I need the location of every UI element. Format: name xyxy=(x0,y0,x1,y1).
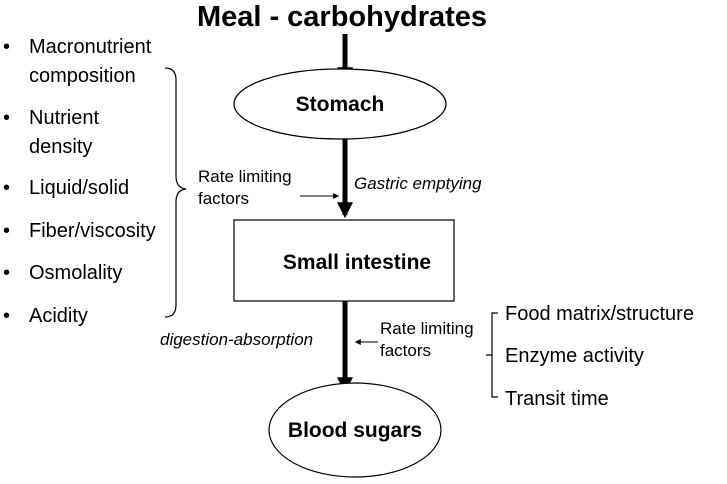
left-factor-4: Osmolality xyxy=(29,262,122,284)
digestion-absorption-label: digestion-absorption xyxy=(160,330,313,349)
left-rate-label-line-0: Rate limiting xyxy=(198,167,292,186)
gastric-emptying-label: Gastric emptying xyxy=(354,174,482,193)
left-factor-0-line-1: composition xyxy=(29,65,136,87)
right-rate-label-line-0: Rate limiting xyxy=(380,319,474,338)
bullet-icon: • xyxy=(3,107,10,129)
left-factor-0-line-0: Macronutrient xyxy=(29,36,152,58)
right-factor-0: Food matrix/structure xyxy=(505,303,694,325)
diagram-title: Meal - carbohydrates xyxy=(197,1,487,33)
stomach-node xyxy=(233,68,447,140)
small-intestine-label: Small intestine xyxy=(283,251,431,274)
left-factor-3: Fiber/viscosity xyxy=(29,220,156,242)
right-bracket xyxy=(486,312,498,398)
bullet-icon: • xyxy=(3,220,10,242)
bullet-icon: • xyxy=(3,36,10,58)
right-factor-list: Food matrix/structure Enzyme activity Tr… xyxy=(505,303,694,410)
left-factor-2: Liquid/solid xyxy=(29,177,129,199)
left-rate-label-line-1: factors xyxy=(198,189,249,208)
left-brace xyxy=(164,67,187,318)
left-factor-5: Acidity xyxy=(29,305,88,327)
blood-sugars-label: Blood sugars xyxy=(288,419,422,442)
bullet-icon: • xyxy=(3,305,10,327)
stomach-label: Stomach xyxy=(296,93,385,116)
bullet-icon: • xyxy=(3,262,10,284)
left-factor-1-line-0: Nutrient xyxy=(29,107,99,129)
right-factor-1: Enzyme activity xyxy=(505,345,644,367)
right-factor-2: Transit time xyxy=(505,388,609,410)
bullet-icon: • xyxy=(3,177,10,199)
left-factor-1-line-1: density xyxy=(29,136,92,158)
blood-sugars-node xyxy=(268,382,442,478)
small-intestine-node xyxy=(233,219,455,302)
right-rate-label-line-1: factors xyxy=(380,341,431,360)
left-factor-list: • Macronutrient composition • Nutrient d… xyxy=(3,36,156,327)
